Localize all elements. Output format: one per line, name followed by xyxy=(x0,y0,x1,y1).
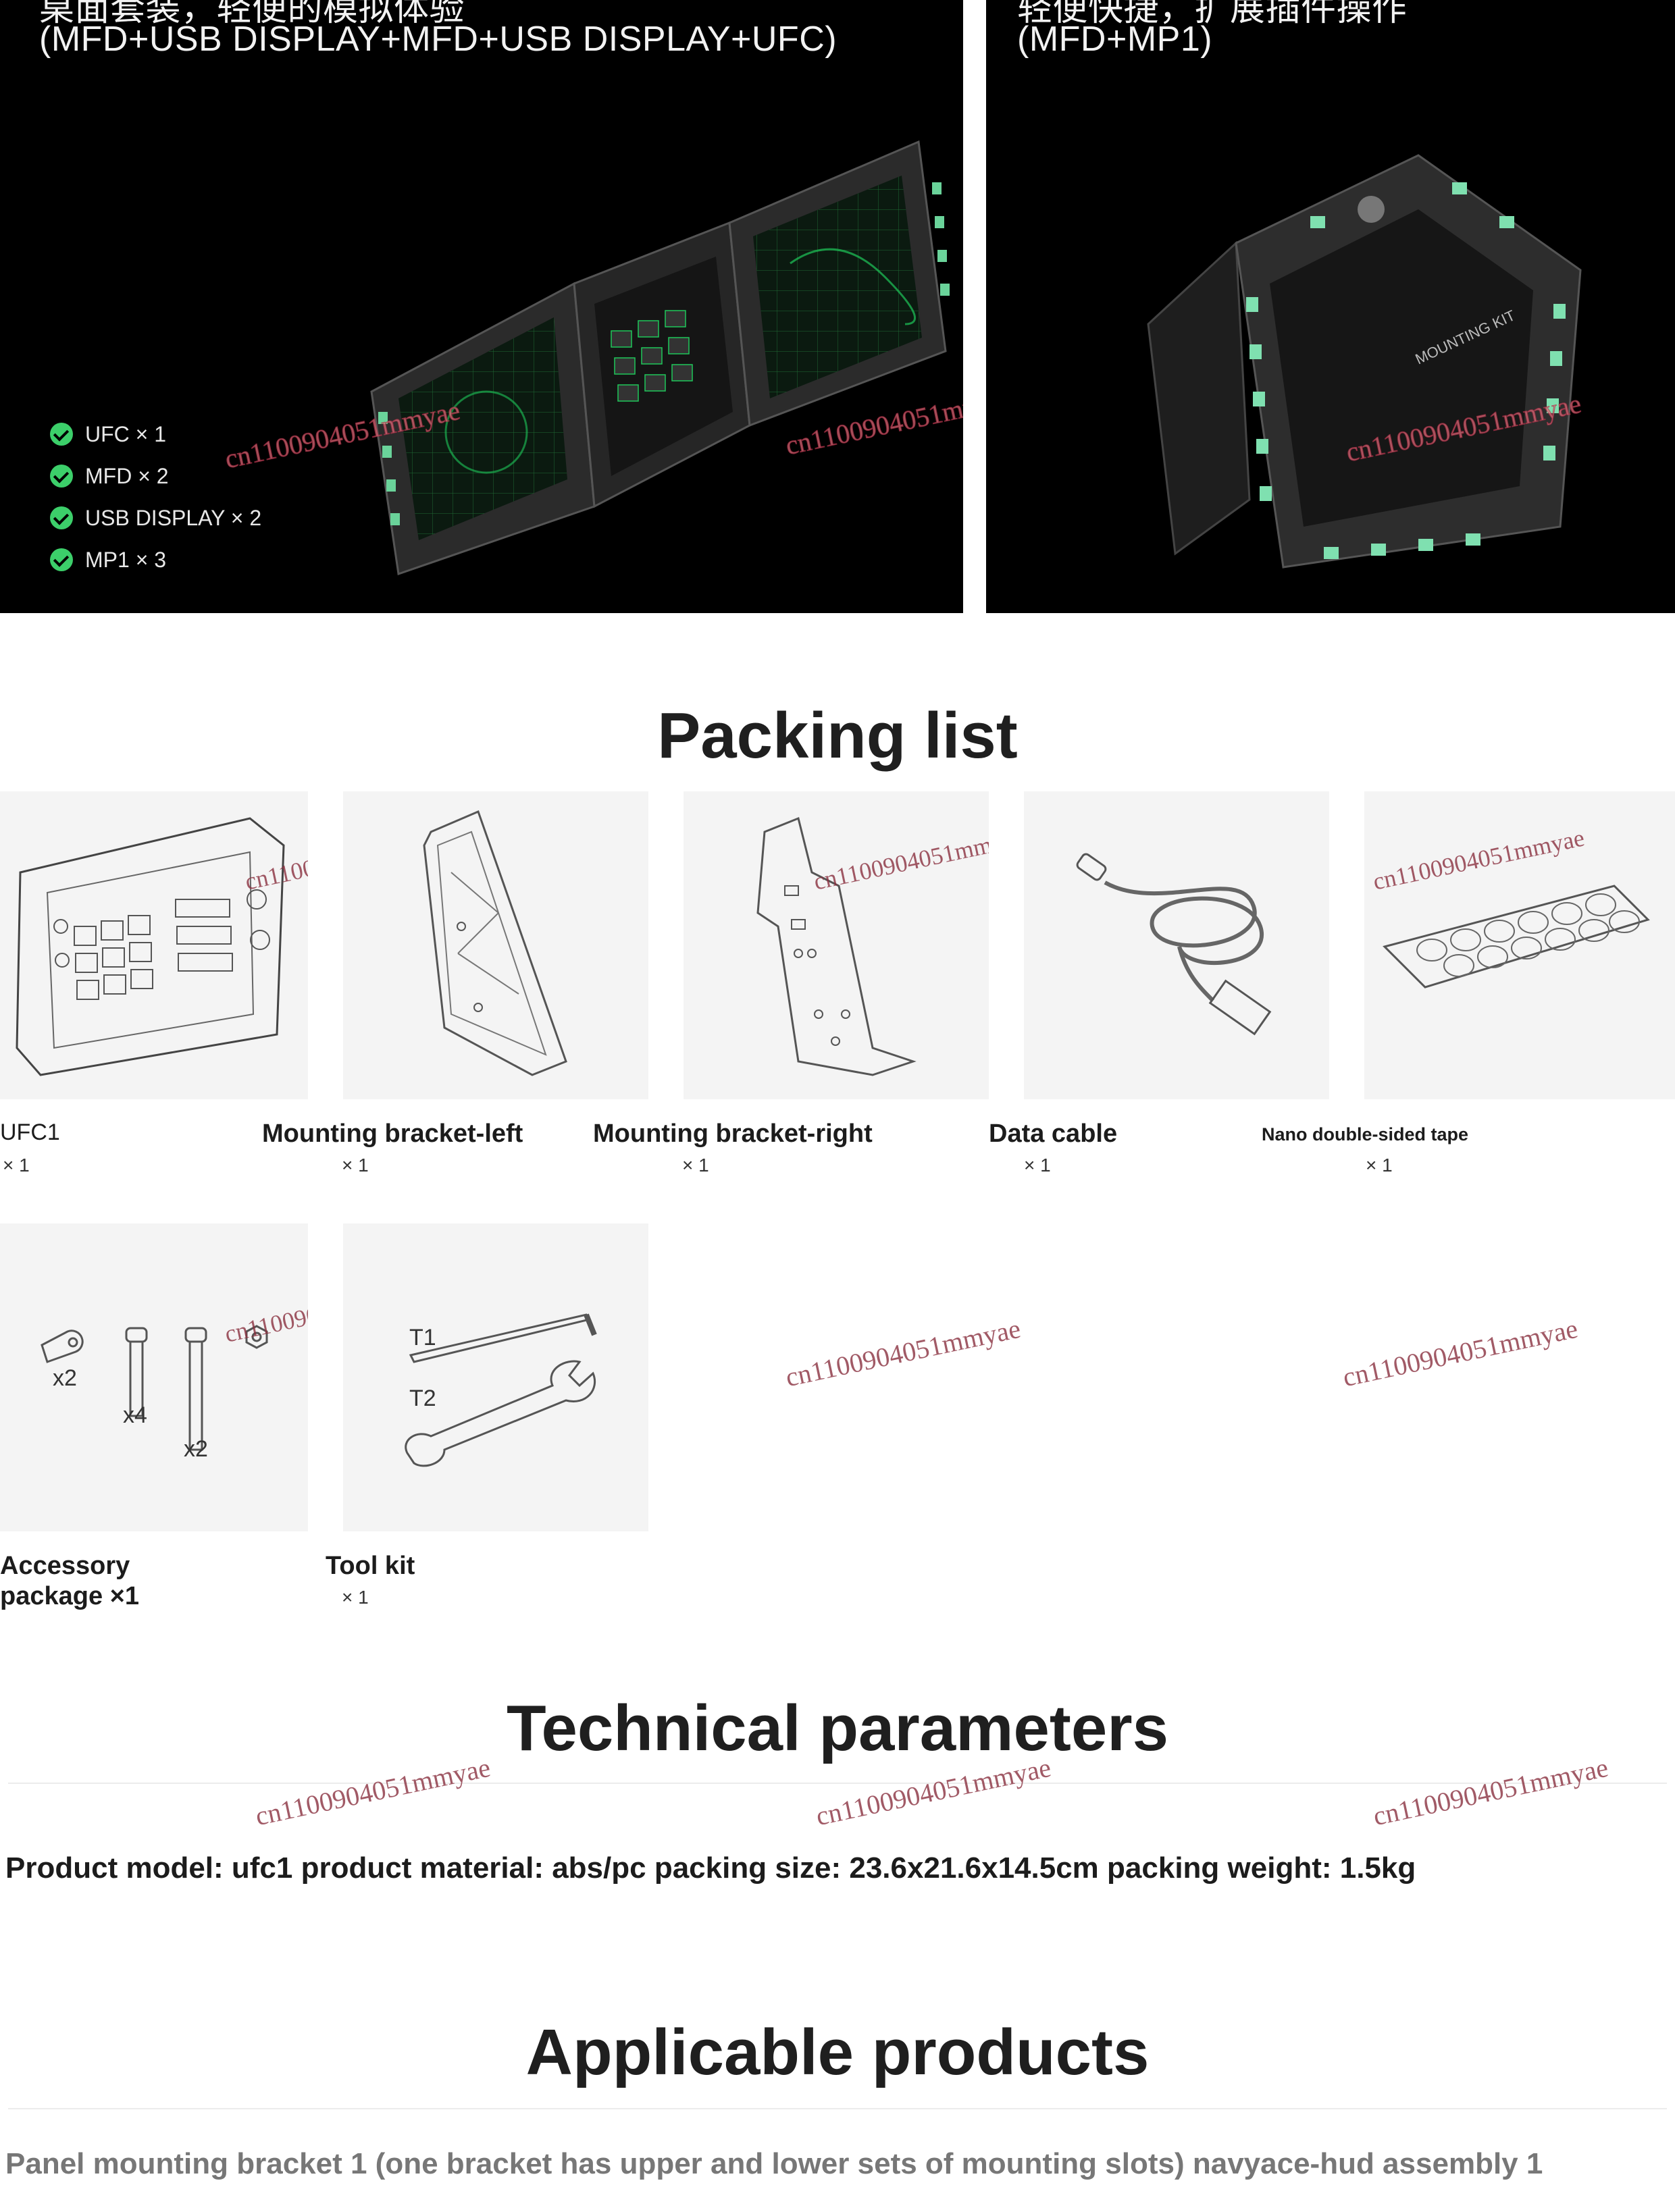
accessory-drawing: x2 x4 x2 xyxy=(41,1325,268,1462)
watermark: cn1100904051mmyae xyxy=(783,1313,1023,1393)
list-item: MP1 × 3 xyxy=(50,539,261,581)
item-name-nano-tape: Nano double-sided tape xyxy=(1262,1124,1469,1144)
watermark: cn1100904051mmyae xyxy=(1340,1313,1580,1393)
checkmark-icon xyxy=(50,465,73,488)
kit-contents-list: UFC × 1 MFD × 2 USB DISPLAY × 2 MP1 × 3 xyxy=(50,413,261,581)
item-name-ufc1: UFC1 xyxy=(0,1120,60,1145)
data-cable-drawing xyxy=(1076,853,1272,1036)
packing-tile-accessory-package: x2 x4 x2 cn1100904051mmyae xyxy=(0,1223,308,1531)
item-qty: × 1 xyxy=(342,1155,369,1176)
item-name-tool-kit: Tool kit xyxy=(326,1552,415,1580)
list-item: USB DISPLAY × 2 xyxy=(50,497,261,539)
hero-right-title-cn: 轻便快捷，扩展插件操作 xyxy=(1017,0,1408,28)
accessory-count-long-screw: x2 xyxy=(184,1436,208,1462)
hero-left-title-config: (MFD+USB DISPLAY+MFD+USB DISPLAY+UFC) xyxy=(39,20,838,59)
packing-tile-ufc1: cn1100904051mmyae xyxy=(0,791,308,1099)
accessory-count-clip: x2 xyxy=(53,1365,77,1391)
tool-label-t2: T2 xyxy=(409,1386,436,1411)
checkmark-icon xyxy=(50,506,73,529)
section-divider xyxy=(8,1783,1667,1784)
item-name-accessory-line2: package ×1 xyxy=(0,1582,139,1610)
packing-tile-bracket-right: cn1100904051mmyae xyxy=(684,791,989,1099)
checkmark-icon xyxy=(50,548,73,571)
applicable-products-text: Panel mounting bracket 1 (one bracket ha… xyxy=(5,2147,1543,2180)
desktop-kit-illustration xyxy=(370,140,950,576)
mfd-kit-illustration: MOUNTING KIT xyxy=(1147,154,1582,569)
packing-tile-tool-kit: T1 T2 xyxy=(343,1223,648,1531)
hero-panel-desktop-kit: 桌面套装，轻便的模拟体验 (MFD+USB DISPLAY+MFD+USB DI… xyxy=(0,0,963,613)
item-name-accessory-line1: Accessory xyxy=(0,1552,130,1580)
packing-tile-nano-tape: cn1100904051mmyae xyxy=(1364,791,1675,1099)
item-qty: × 1 xyxy=(342,1587,369,1608)
item-qty: × 1 xyxy=(3,1155,30,1176)
technical-parameters-title: Technical parameters xyxy=(506,1692,1168,1764)
section-divider xyxy=(8,2108,1667,2109)
tool-label-t1: T1 xyxy=(409,1325,436,1350)
hero-left-title-cn: 桌面套装，轻便的模拟体验 xyxy=(39,0,465,28)
list-item: MFD × 2 xyxy=(50,455,261,497)
applicable-products-title: Applicable products xyxy=(525,2016,1150,2088)
checkmark-icon xyxy=(50,423,73,446)
item-name-bracket-right: Mounting bracket-right xyxy=(593,1120,873,1148)
nano-tape-drawing xyxy=(1383,885,1650,989)
item-qty: × 1 xyxy=(682,1155,709,1176)
item-name-bracket-left: Mounting bracket-left xyxy=(262,1120,523,1148)
item-qty: × 1 xyxy=(1366,1155,1393,1176)
technical-parameters-text: Product model: ufc1 product material: ab… xyxy=(5,1851,1416,1885)
bracket-right-drawing xyxy=(756,816,917,1076)
list-item: UFC × 1 xyxy=(50,413,261,455)
item-qty: × 1 xyxy=(1024,1155,1051,1176)
tool-kit-drawing: T1 T2 xyxy=(405,1313,597,1467)
ufc1-drawing xyxy=(16,817,285,1076)
packing-tile-data-cable xyxy=(1024,791,1329,1099)
bracket-left-drawing xyxy=(423,810,567,1076)
item-name-data-cable: Data cable xyxy=(989,1120,1118,1148)
packing-tile-bracket-left xyxy=(343,791,648,1099)
packing-list-title: Packing list xyxy=(657,700,1018,772)
accessory-count-short-screw: x4 xyxy=(123,1402,147,1428)
hero-right-title-config: (MFD+MP1) xyxy=(1017,20,1213,59)
hero-panel-mfd-kit: 轻便快捷，扩展插件操作 (MFD+MP1) MOUNTING KIT cn110… xyxy=(986,0,1675,613)
